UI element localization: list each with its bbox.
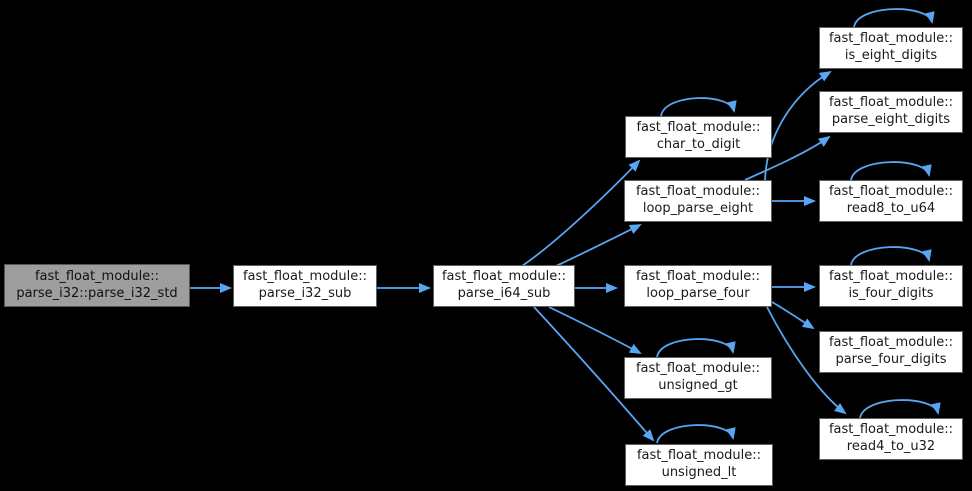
edge-loop_parse_four-to-parse_four_digits <box>771 301 815 330</box>
node-function: is_eight_digits <box>844 48 938 63</box>
node-unsigned_lt[interactable]: fast_float_module:: unsigned_lt <box>625 444 773 486</box>
node-function: read8_to_u64 <box>846 201 936 216</box>
node-parse_eight_digits[interactable]: fast_float_module:: parse_eight_digits <box>819 91 963 133</box>
node-parse_i32_std[interactable]: fast_float_module:: parse_i32::parse_i32… <box>4 264 190 307</box>
node-qualifier: fast_float_module:: <box>441 269 567 285</box>
edge-parse_i64_sub-to-unsigned_lt <box>533 306 655 442</box>
node-qualifier: fast_float_module:: <box>828 269 954 285</box>
edge-parse_i64_sub-to-loop_parse_eight <box>555 224 642 267</box>
node-function: parse_i32_sub <box>258 286 352 301</box>
node-read8_to_u64[interactable]: fast_float_module:: read8_to_u64 <box>819 180 963 222</box>
node-qualifier: fast_float_module:: <box>636 120 761 136</box>
node-parse_i64_sub[interactable]: fast_float_module:: parse_i64_sub <box>433 265 575 307</box>
node-qualifier: fast_float_module:: <box>635 361 761 377</box>
edge-loop_parse_four-to-read4_to_u32 <box>766 306 847 415</box>
node-qualifier: fast_float_module:: <box>635 269 761 285</box>
node-qualifier: fast_float_module:: <box>635 184 761 200</box>
node-function: loop_parse_four <box>646 286 750 301</box>
node-parse_four_digits[interactable]: fast_float_module:: parse_four_digits <box>819 331 963 373</box>
node-char_to_digit[interactable]: fast_float_module:: char_to_digit <box>625 116 772 158</box>
node-function: parse_i64_sub <box>457 286 551 301</box>
node-loop_parse_eight[interactable]: fast_float_module:: loop_parse_eight <box>624 180 772 222</box>
node-parse_i32_sub[interactable]: fast_float_module:: parse_i32_sub <box>233 265 377 307</box>
node-is_four_digits[interactable]: fast_float_module:: is_four_digits <box>819 265 963 307</box>
self-loop-read4_to_u32 <box>859 399 941 419</box>
self-loop-is_four_digits <box>850 246 932 266</box>
node-unsigned_gt[interactable]: fast_float_module:: unsigned_gt <box>624 357 772 399</box>
node-function: parse_eight_digits <box>831 112 951 127</box>
self-loop-char_to_digit <box>660 97 737 117</box>
node-qualifier: fast_float_module:: <box>636 448 762 464</box>
node-function: parse_four_digits <box>835 352 947 367</box>
edge-loop_parse_eight-to-is_eight_digits <box>764 70 832 181</box>
node-qualifier: fast_float_module:: <box>828 422 954 438</box>
edge-loop_parse_eight-to-parse_eight_digits <box>744 135 831 181</box>
edge-parse_i64_sub-to-char_to_digit <box>521 159 641 267</box>
node-read4_to_u32[interactable]: fast_float_module:: read4_to_u32 <box>819 418 963 460</box>
node-loop_parse_four[interactable]: fast_float_module:: loop_parse_four <box>624 265 772 307</box>
edge-parse_i64_sub-to-unsigned_gt <box>548 306 642 354</box>
node-function: unsigned_gt <box>658 378 738 393</box>
node-function: loop_parse_eight <box>642 201 754 216</box>
self-loop-unsigned_gt <box>656 338 736 358</box>
node-qualifier: fast_float_module:: <box>242 269 368 285</box>
node-function: is_four_digits <box>848 286 934 301</box>
node-function: unsigned_lt <box>661 465 737 480</box>
node-function: char_to_digit <box>656 137 741 152</box>
node-function: parse_i32::parse_i32_std <box>16 285 178 301</box>
node-qualifier: fast_float_module:: <box>828 31 954 47</box>
node-qualifier: fast_float_module:: <box>828 335 954 351</box>
self-loop-unsigned_lt <box>656 424 736 444</box>
node-is_eight_digits[interactable]: fast_float_module:: is_eight_digits <box>819 27 963 69</box>
self-loop-read8_to_u64 <box>850 161 932 181</box>
node-qualifier: fast_float_module:: <box>828 184 954 200</box>
self-loop-is_eight_digits <box>853 8 935 28</box>
node-function: read4_to_u32 <box>846 439 936 454</box>
node-qualifier: fast_float_module:: <box>828 95 954 111</box>
node-qualifier: fast_float_module:: <box>34 268 160 284</box>
